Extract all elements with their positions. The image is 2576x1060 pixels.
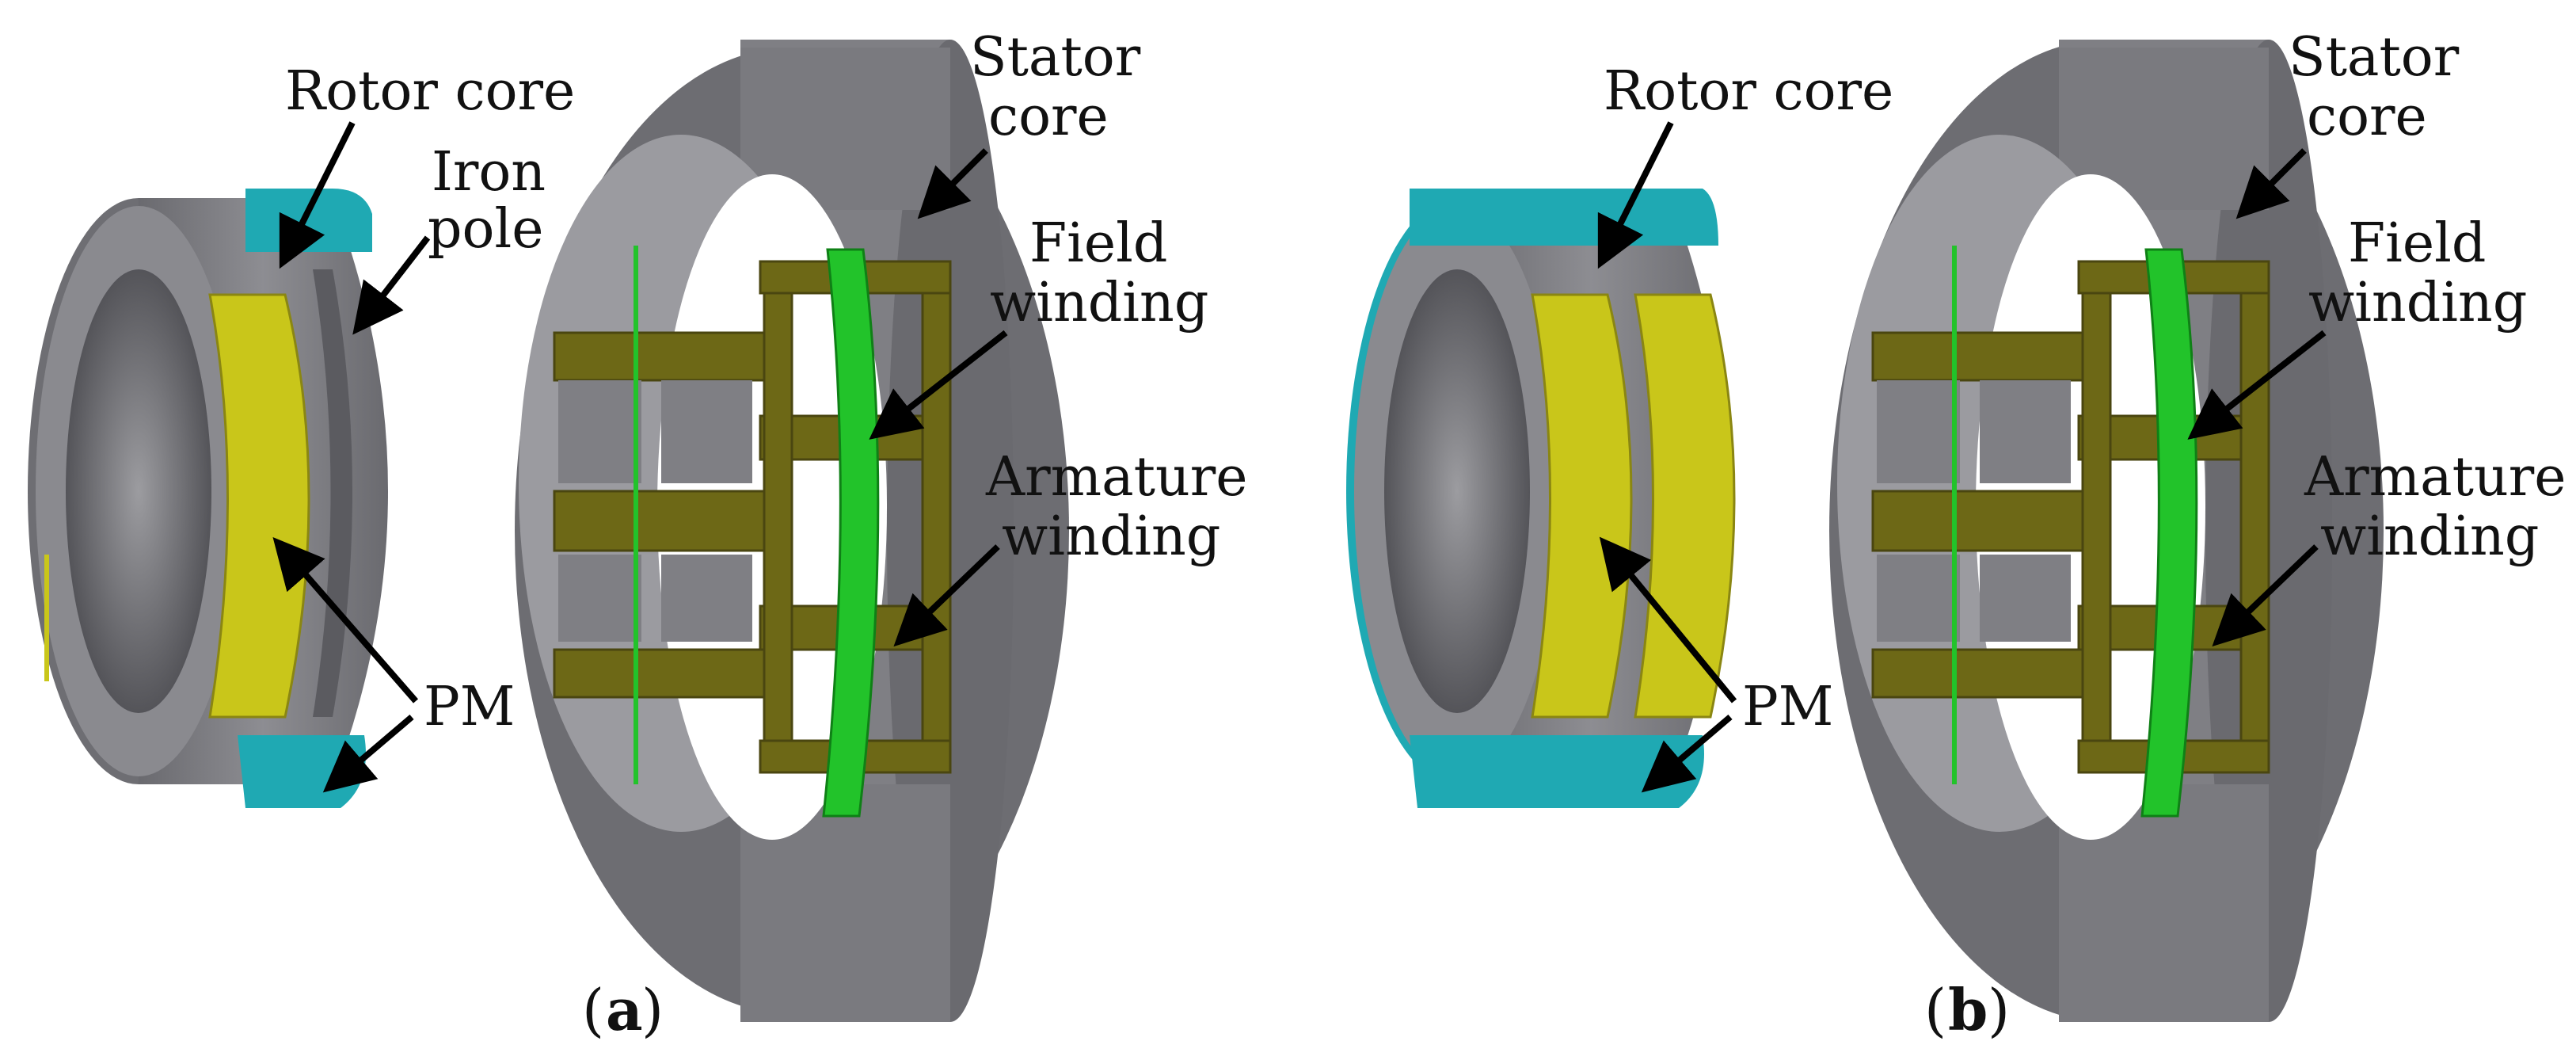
stator-b bbox=[1829, 40, 2384, 1022]
arrow-field-winding-b bbox=[2187, 330, 2327, 440]
pm-edge-left bbox=[44, 555, 49, 681]
rotor-b bbox=[1346, 189, 1736, 808]
caption-close-b: ) bbox=[1988, 977, 2010, 1043]
pm-cyan-top-b bbox=[1410, 189, 1718, 246]
arrow-pm-cyan-b bbox=[1641, 714, 1733, 793]
label-rotor-core-b: Rotor core bbox=[1604, 60, 1893, 123]
label-field-winding-1-b: Field bbox=[2348, 212, 2486, 275]
stator-cut-bottom bbox=[740, 784, 950, 1022]
pm-cyan-bottom-b bbox=[1410, 735, 1704, 808]
arrow-armature-winding-b bbox=[2212, 544, 2319, 647]
pm-yellow-1-b bbox=[1531, 293, 1633, 719]
arrow-stator-core-b bbox=[2235, 148, 2307, 219]
stator-cut-top-b bbox=[2059, 48, 2269, 210]
stator-cut-bottom-b bbox=[2059, 784, 2269, 1022]
stator-a bbox=[515, 40, 1069, 1022]
arrow-field-winding-a bbox=[869, 330, 1008, 440]
labels-a: Rotor core Iron pole Stator core Field w… bbox=[272, 26, 1248, 793]
label-rotor-core-a: Rotor core bbox=[285, 60, 575, 123]
label-iron-pole-1-a: Iron bbox=[432, 141, 546, 204]
caption-a: ( a ) bbox=[582, 976, 664, 1043]
rotor-a bbox=[28, 189, 388, 808]
label-armature-winding-1-a: Armature bbox=[985, 446, 1248, 509]
arrow-pm-yellow-a bbox=[272, 536, 419, 703]
iron-pole-slot bbox=[313, 269, 352, 717]
label-armature-winding-1-b: Armature bbox=[2304, 446, 2566, 509]
arrow-pm-yellow-b bbox=[1599, 536, 1737, 703]
label-pm-b: PM bbox=[1742, 676, 1833, 738]
label-stator-core-2-b: core bbox=[2307, 86, 2427, 148]
arrow-armature-winding-a bbox=[893, 544, 1000, 647]
label-stator-core-1-a: Stator bbox=[970, 26, 1141, 89]
label-iron-pole-2-a: pole bbox=[428, 198, 543, 261]
panel-b: Rotor core Stator core Field winding Arm… bbox=[1346, 26, 2566, 1043]
label-field-winding-2-b: winding bbox=[2308, 272, 2527, 334]
arrow-rotor-core-b bbox=[1597, 121, 1674, 269]
stator-cut-top bbox=[740, 48, 950, 210]
arrow-rotor-core-a bbox=[279, 121, 356, 269]
caption-open-a: ( bbox=[582, 977, 604, 1043]
arrow-stator-core-a bbox=[917, 148, 988, 219]
rotor-bore-b bbox=[1384, 269, 1530, 713]
pm-cyan-top bbox=[245, 189, 372, 252]
pm-yellow bbox=[208, 293, 310, 719]
caption-letter-a: a bbox=[606, 976, 643, 1043]
label-armature-winding-2-b: winding bbox=[2320, 505, 2539, 568]
label-field-winding-1-a: Field bbox=[1029, 212, 1167, 275]
label-armature-winding-2-a: winding bbox=[1002, 505, 1220, 568]
labels-b: Rotor core Stator core Field winding Arm… bbox=[1597, 26, 2566, 793]
panel-a: Rotor core Iron pole Stator core Field w… bbox=[28, 26, 1248, 1043]
rotor-bore bbox=[66, 269, 211, 713]
caption-b: ( b ) bbox=[1924, 976, 2010, 1043]
arrow-iron-pole-a bbox=[352, 235, 431, 335]
label-pm-a: PM bbox=[424, 676, 515, 738]
field-winding-inner-b bbox=[1952, 246, 1957, 784]
caption-letter-b: b bbox=[1948, 976, 1988, 1043]
caption-open-b: ( bbox=[1924, 977, 1946, 1043]
arrow-pm-cyan-a bbox=[322, 714, 414, 793]
label-stator-core-2-a: core bbox=[988, 86, 1109, 148]
label-field-winding-2-a: winding bbox=[990, 272, 1208, 334]
field-winding-inner-a bbox=[634, 246, 638, 784]
caption-close-a: ) bbox=[641, 977, 664, 1043]
label-stator-core-1-b: Stator bbox=[2289, 26, 2460, 89]
